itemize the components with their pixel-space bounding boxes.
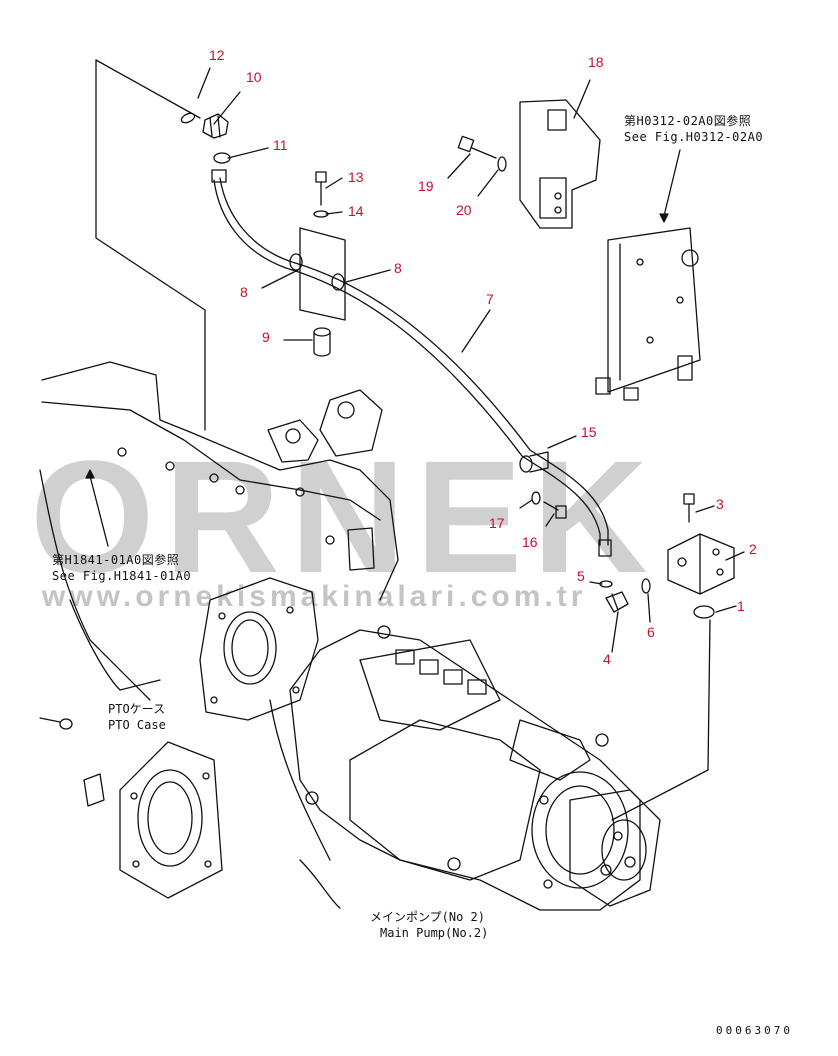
washer-17-shape: [531, 491, 541, 505]
callout-19: 19: [418, 178, 434, 194]
bolt-19-shape: [457, 135, 497, 159]
callout-8-left: 8: [240, 284, 248, 300]
callout-9: 9: [262, 329, 270, 345]
bolt-13-shape: [315, 171, 327, 206]
washer-20-shape: [497, 156, 507, 172]
callout-8-right: 8: [394, 260, 402, 276]
callout-20: 20: [456, 202, 472, 218]
callout-2: 2: [749, 541, 757, 557]
flange-plate-shape: [39, 717, 223, 899]
label-pump-en: Main Pump(No.2): [380, 926, 489, 940]
callout-18: 18: [588, 54, 604, 70]
clamp-15-shape: [519, 451, 549, 473]
clamp-plate-shape: [289, 227, 346, 321]
leader-lines: [197, 67, 745, 821]
label-pto-en: PTO Case: [108, 718, 166, 732]
reference-leaders: [85, 149, 681, 547]
callout-17: 17: [489, 515, 505, 531]
main-pump-shape: [269, 625, 661, 911]
manifold-block-2-shape: [667, 533, 735, 595]
label-pump-jp: メインポンプ(No 2): [370, 910, 485, 924]
callout-14: 14: [348, 203, 364, 219]
valve-block-shape: [595, 227, 701, 401]
elbow-fitting-10-shape: [202, 113, 229, 139]
left-reference-bracket: [95, 59, 206, 431]
callout-5: 5: [577, 568, 585, 584]
o-ring-12-shape: [180, 112, 196, 124]
callout-15: 15: [581, 424, 597, 440]
ref-left-en: See Fig.H1841-01A0: [52, 569, 192, 583]
callout-12: 12: [209, 47, 225, 63]
o-ring-6-shape: [641, 578, 651, 594]
ref-left-jp: 第H1841-01A0図参照: [52, 553, 180, 567]
o-ring-1-shape: [693, 605, 715, 619]
label-pto-jp: PTOケース: [108, 702, 166, 716]
watermark-brand: ORNEK: [30, 427, 658, 606]
pto-case-shape: [199, 577, 319, 721]
spacer-9-shape: [313, 327, 331, 357]
callout-4: 4: [603, 651, 611, 667]
callout-11: 11: [273, 137, 288, 153]
bracket-18-shape: [519, 99, 601, 229]
ref-top-right-jp: 第H0312-02A0図参照: [624, 114, 752, 128]
ref-top-right-en: See Fig.H0312-02A0: [624, 130, 764, 144]
hose-7-shape: [211, 169, 612, 557]
callout-7: 7: [486, 291, 494, 307]
pto-frame-shape: [39, 361, 399, 701]
document-number: 00063070: [716, 1024, 793, 1037]
bolt-3-shape: [683, 493, 695, 523]
callout-10: 10: [246, 69, 262, 85]
callout-6: 6: [647, 624, 655, 640]
callout-16: 16: [522, 534, 538, 550]
callout-1: 1: [737, 598, 745, 614]
bolt-16-shape: [543, 501, 567, 519]
callout-13: 13: [348, 169, 364, 185]
fitting-4-shape: [605, 591, 629, 613]
callout-3: 3: [716, 496, 724, 512]
